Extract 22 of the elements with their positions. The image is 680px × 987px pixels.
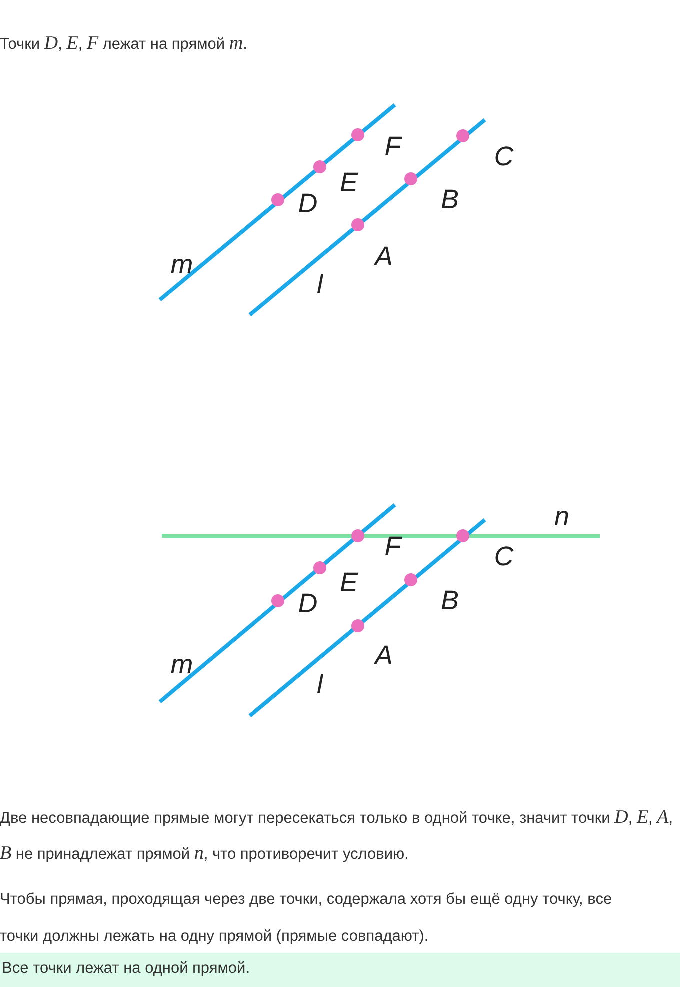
point-label: C [494,544,514,570]
point-label: n [554,504,570,530]
answer-text: Все точки лежат на одной прямой. [2,960,250,977]
point-label: l [317,272,323,298]
point-label: C [494,144,514,170]
point-label: B [441,588,459,614]
point-label: D [298,190,318,218]
point-label: m [170,652,194,678]
point-label: F [384,134,402,160]
point-label: A [375,244,393,270]
paragraph: Чтобы прямая, проходящая через две точки, содержала хотя бы ещё одну точку, все точки должны лежать на одну прямой (прямые совпадают). [0,890,614,947]
point-label: m [170,252,194,278]
point-label: A [375,642,393,670]
paragraph: Две несовпадающие прямые могут пересекаться только в одной точке, значит точки D, E, A, B не принадлежат прямой n, что противоречит условию. [0,806,674,866]
point-label: D [298,590,318,618]
point-label: B [441,186,459,214]
point-label: E [340,570,358,596]
point-label: l [317,672,323,698]
answer-banner [0,953,680,987]
point-label: E [340,170,358,196]
sentence: Точки D, E, F лежат на прямой m. [0,33,248,55]
point-label: F [384,534,402,560]
